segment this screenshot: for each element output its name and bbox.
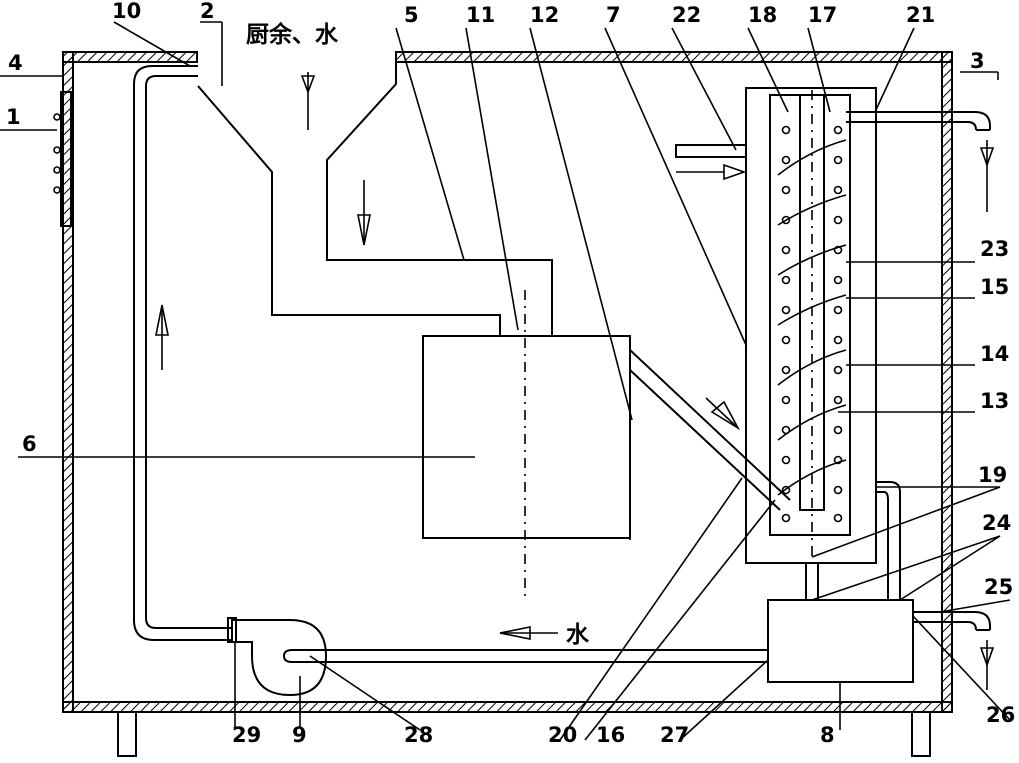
top-wall-right [395, 51, 953, 63]
label-5: 5 [404, 3, 419, 27]
separator-housing [745, 87, 877, 564]
label-28: 28 [404, 723, 433, 747]
top-wall-left [62, 51, 198, 63]
screen-holes [781, 125, 843, 523]
water-return-pipe [133, 65, 232, 641]
label-6: 6 [22, 432, 37, 456]
drain-pipes [805, 481, 901, 600]
label-29: 29 [232, 723, 261, 747]
hopper-left-wall [197, 85, 501, 336]
feet [117, 711, 931, 757]
water-tank [767, 599, 914, 683]
label-10: 10 [112, 0, 141, 23]
screw-flights [777, 139, 847, 496]
control-panel-body [60, 91, 72, 227]
label-13: 13 [980, 389, 1009, 413]
inlet-hopper [197, 57, 553, 336]
solid-outlet-pipe [846, 111, 995, 212]
label-11: 11 [466, 3, 495, 27]
annotations: 厨余、水 水 [246, 21, 590, 648]
grinder-body [422, 335, 631, 539]
label-21: 21 [906, 3, 935, 27]
label-16: 16 [596, 723, 625, 747]
water-text: 水 [566, 622, 590, 648]
leader-lines [0, 21, 1011, 741]
outer-housing [62, 51, 953, 713]
air-inlet [675, 144, 747, 181]
label-8: 8 [820, 723, 835, 747]
inlet-text: 厨余、水 [246, 21, 339, 48]
label-7: 7 [606, 3, 621, 27]
label-24: 24 [982, 511, 1011, 535]
label-2: 2 [200, 0, 215, 23]
label-4: 4 [8, 51, 23, 75]
label-19: 19 [978, 463, 1007, 487]
separator [745, 87, 877, 564]
label-26: 26 [986, 703, 1015, 727]
label-12: 12 [530, 3, 559, 27]
label-22: 22 [672, 3, 701, 27]
suction-pipe [282, 649, 768, 663]
part-labels: 1 2 3 4 5 6 7 8 9 10 11 12 13 14 15 16 1… [6, 0, 1015, 747]
grinder-box [422, 290, 631, 600]
pump [227, 617, 328, 697]
return-pipe-inner [145, 75, 232, 629]
tank-body [767, 599, 914, 683]
label-9: 9 [292, 723, 307, 747]
return-pipe-outer [133, 65, 232, 641]
label-1: 1 [6, 105, 21, 129]
label-14: 14 [980, 342, 1009, 366]
label-18: 18 [748, 3, 777, 27]
label-15: 15 [980, 275, 1009, 299]
label-27: 27 [660, 723, 689, 747]
label-17: 17 [808, 3, 837, 27]
label-3: 3 [970, 49, 985, 73]
flow-arrows [155, 72, 741, 640]
label-23: 23 [980, 237, 1009, 261]
label-20: 20 [548, 723, 577, 747]
hopper-right-wall [326, 57, 553, 336]
control-panel [53, 91, 72, 227]
pump-volute [231, 619, 328, 697]
discharge-chute [629, 349, 791, 511]
pump-outlet-flange [227, 617, 237, 643]
right-foot [911, 711, 931, 757]
bottom-wall [62, 701, 953, 713]
left-foot [117, 711, 137, 757]
overflow-pipe [913, 611, 995, 690]
label-25: 25 [984, 575, 1013, 599]
